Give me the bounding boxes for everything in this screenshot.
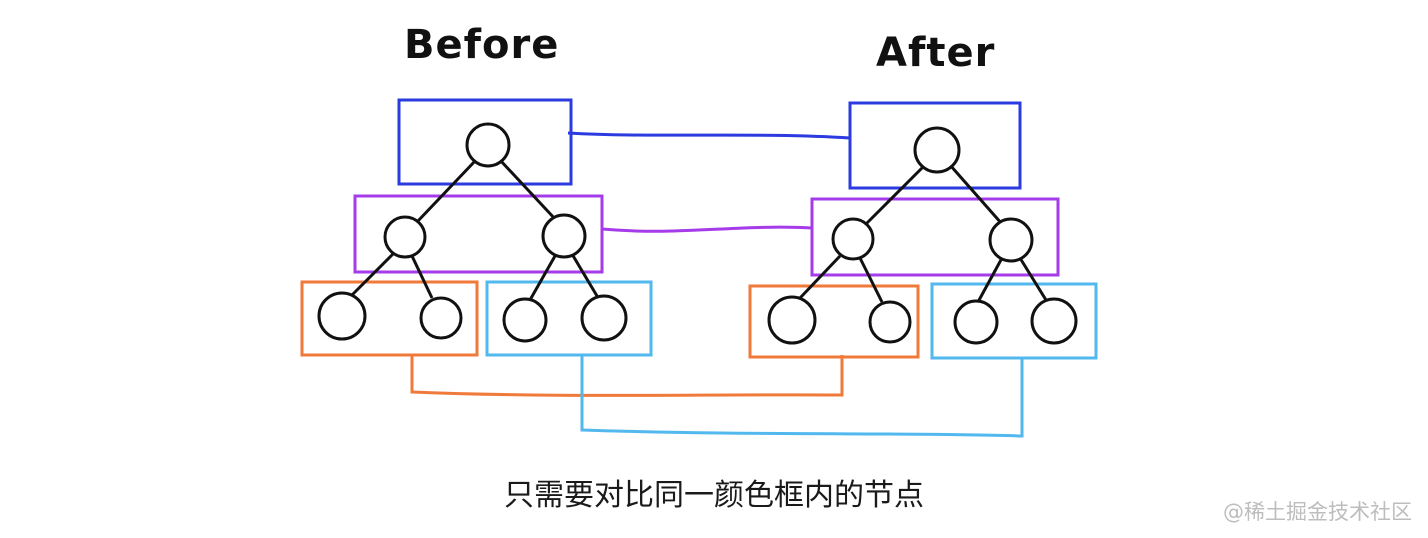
after-level0-box bbox=[848, 101, 1022, 190]
before-title: Before bbox=[404, 22, 560, 68]
level0-connector bbox=[567, 131, 851, 140]
tree-node bbox=[317, 291, 367, 341]
tree-node bbox=[502, 297, 548, 343]
level1-connector bbox=[601, 225, 813, 233]
tree-edge bbox=[498, 158, 558, 222]
tree-edge bbox=[410, 255, 434, 299]
tree-node bbox=[465, 122, 511, 168]
after-right-leaves-box bbox=[930, 282, 1098, 360]
before-level0-box bbox=[397, 98, 573, 186]
tree-node bbox=[767, 295, 817, 345]
caption: 只需要对比同一颜色框内的节点 bbox=[504, 478, 924, 513]
tree-node bbox=[953, 299, 999, 345]
tree-edge bbox=[858, 257, 884, 303]
tree-edge bbox=[976, 257, 1004, 303]
tree-node bbox=[1030, 297, 1078, 345]
before-right-leaves-box bbox=[485, 280, 653, 357]
tree-node bbox=[541, 213, 587, 259]
before-tree bbox=[300, 98, 653, 357]
after-left-leaves-box bbox=[748, 284, 920, 359]
tree-edge bbox=[528, 255, 557, 301]
after-title: After bbox=[876, 30, 996, 76]
after-level1-box bbox=[810, 197, 1060, 277]
before-left-leaves-box bbox=[300, 280, 479, 357]
tree-edge bbox=[570, 253, 599, 297]
tree-edge bbox=[415, 158, 478, 224]
tree-edge bbox=[798, 254, 842, 300]
tree-edge bbox=[350, 252, 395, 297]
tree-edge bbox=[948, 164, 1004, 225]
tree-node bbox=[383, 215, 427, 259]
after-tree bbox=[748, 101, 1098, 360]
tree-node bbox=[419, 296, 463, 340]
left-leaves-connector bbox=[410, 355, 844, 397]
tree-edge bbox=[1018, 257, 1048, 301]
tree-node bbox=[913, 126, 961, 174]
tree-node bbox=[580, 294, 628, 342]
tree-edge bbox=[864, 163, 927, 226]
tree-node bbox=[831, 217, 875, 261]
watermark: @稀土掘金技术社区 bbox=[1223, 500, 1412, 524]
tree-node bbox=[988, 217, 1034, 263]
tree-node bbox=[868, 300, 912, 344]
right-leaves-connector bbox=[580, 355, 1024, 438]
before-level1-box bbox=[353, 194, 604, 274]
